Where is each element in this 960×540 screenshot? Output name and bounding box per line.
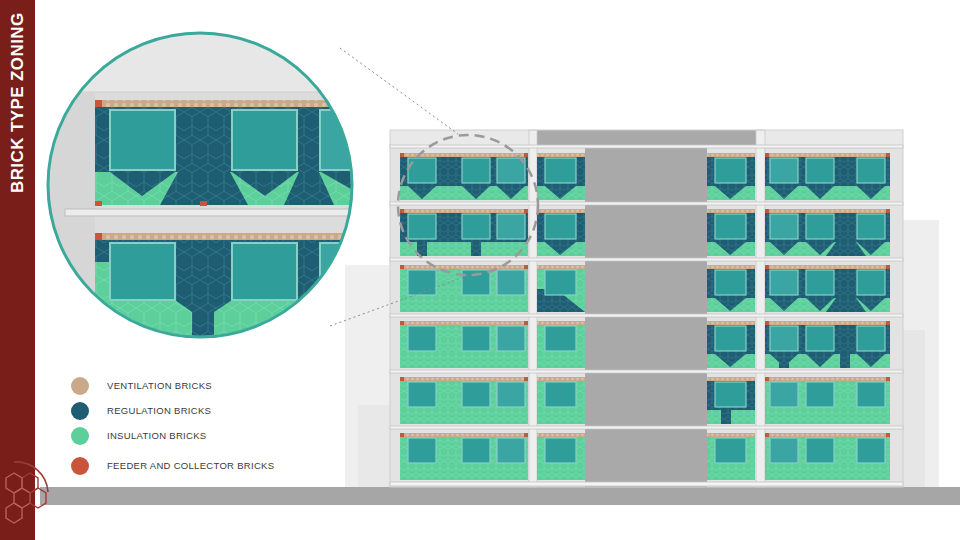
facade-floor-part	[840, 354, 850, 368]
facade-floor	[400, 209, 890, 256]
zoom-detail-part	[320, 110, 385, 170]
facade-floor	[400, 321, 890, 368]
hexagon-icon-part	[14, 462, 48, 492]
zoom-detail-part	[110, 172, 385, 205]
building-shell-part	[537, 130, 757, 147]
facade-floor-part	[400, 377, 890, 424]
legend-label: REGULATION BRICKS	[107, 405, 211, 417]
side-bar	[0, 0, 35, 540]
background-buildings-part	[358, 405, 390, 487]
building-shell	[390, 130, 903, 487]
hexagon-icon-part	[6, 503, 22, 523]
building-shell-part	[756, 130, 765, 487]
background-buildings-part	[903, 220, 939, 487]
zoom-leader-lines-part	[330, 272, 478, 326]
facade-floor-part	[400, 209, 890, 213]
zoom-detail-part	[232, 110, 297, 170]
facade-floor	[400, 377, 890, 424]
building-shell-part	[390, 130, 903, 487]
facade-floor	[400, 153, 890, 200]
page-title: BRICK TYPE ZONING	[8, 12, 28, 193]
facade-floor-part	[770, 242, 885, 255]
facade-floor-part	[408, 186, 525, 199]
zoom-bubble-outline	[48, 33, 352, 337]
zoom-detail	[40, 30, 385, 352]
facade-floor-part	[715, 354, 746, 367]
legend-swatch	[71, 457, 89, 475]
hexagon-icon-part	[30, 488, 46, 508]
facade-floor-part	[400, 433, 890, 437]
facade-floor-part	[400, 209, 890, 256]
facade-floor-part	[715, 242, 746, 255]
facade-floor-part	[770, 354, 885, 367]
legend-swatch	[71, 427, 89, 445]
facade-floor-part	[770, 298, 885, 311]
facade-floor-part	[721, 410, 731, 424]
background-buildings-part	[345, 265, 390, 487]
legend-swatch	[71, 377, 89, 395]
facade-floor-part	[400, 265, 890, 269]
building-shell-part	[390, 130, 903, 487]
hexagon-icon	[6, 462, 48, 523]
zoom-detail-part	[95, 100, 385, 172]
floor-slabs-part	[390, 426, 903, 429]
facade-floor-part	[400, 153, 890, 157]
legend-label: FEEDER AND COLLECTOR BRICKS	[107, 460, 274, 472]
floor-slabs-part	[390, 370, 903, 373]
facade-floor-part	[408, 438, 885, 463]
facade-floor-part	[408, 382, 885, 407]
facade-floor-part	[400, 321, 890, 368]
ground-line	[40, 487, 960, 505]
facade-floor-part	[400, 321, 890, 325]
facade-floor	[400, 433, 890, 480]
floor-slabs-part	[390, 145, 903, 148]
facade-floor-part	[471, 242, 481, 256]
background-buildings-part	[903, 330, 925, 487]
zoom-detail-part	[40, 92, 95, 352]
zoom-detail-part	[65, 209, 370, 216]
zoom-detail-part	[232, 243, 297, 300]
facade-floor-part	[400, 433, 890, 480]
facade-floor-part	[715, 298, 746, 311]
facade-floor-part	[545, 242, 576, 255]
facade-floor-part	[400, 377, 890, 381]
zoom-detail-part	[95, 233, 385, 343]
zoom-target-circle	[398, 135, 538, 275]
zoom-detail-part	[95, 100, 102, 107]
zoom-detail-part	[110, 243, 175, 300]
zoom-detail-part	[200, 201, 207, 206]
floor-slabs-part	[390, 202, 903, 205]
floor-slabs-part	[390, 258, 903, 261]
zoom-detail-part	[95, 100, 385, 205]
floor-slabs	[390, 145, 903, 486]
facade-floor-part	[400, 265, 890, 312]
facade-floor-part	[408, 326, 885, 351]
legend-label: INSULATION BRICKS	[107, 430, 206, 442]
facade-floor-part	[408, 158, 885, 183]
facade-floor-part	[408, 214, 885, 239]
floor-slabs-part	[390, 314, 903, 317]
legend-swatch	[71, 402, 89, 420]
floor-slabs-part	[390, 482, 903, 486]
building-shell-part	[390, 130, 537, 147]
facade-floor	[400, 265, 890, 312]
zoom-leader-lines-part	[340, 48, 458, 134]
facade-floor-part	[400, 153, 890, 200]
zoom-detail-part	[95, 233, 102, 240]
facade-floor-part	[715, 186, 746, 199]
building-shell-part	[757, 130, 903, 147]
legend-label: VENTILATION BRICKS	[107, 380, 212, 392]
zoom-detail-part	[320, 243, 385, 300]
zoom-detail-part	[95, 100, 385, 107]
zoom-detail-part	[95, 201, 102, 206]
facade-floor-part	[770, 186, 885, 199]
zoom-detail-part	[110, 110, 175, 170]
facade-floor-part	[545, 186, 576, 199]
